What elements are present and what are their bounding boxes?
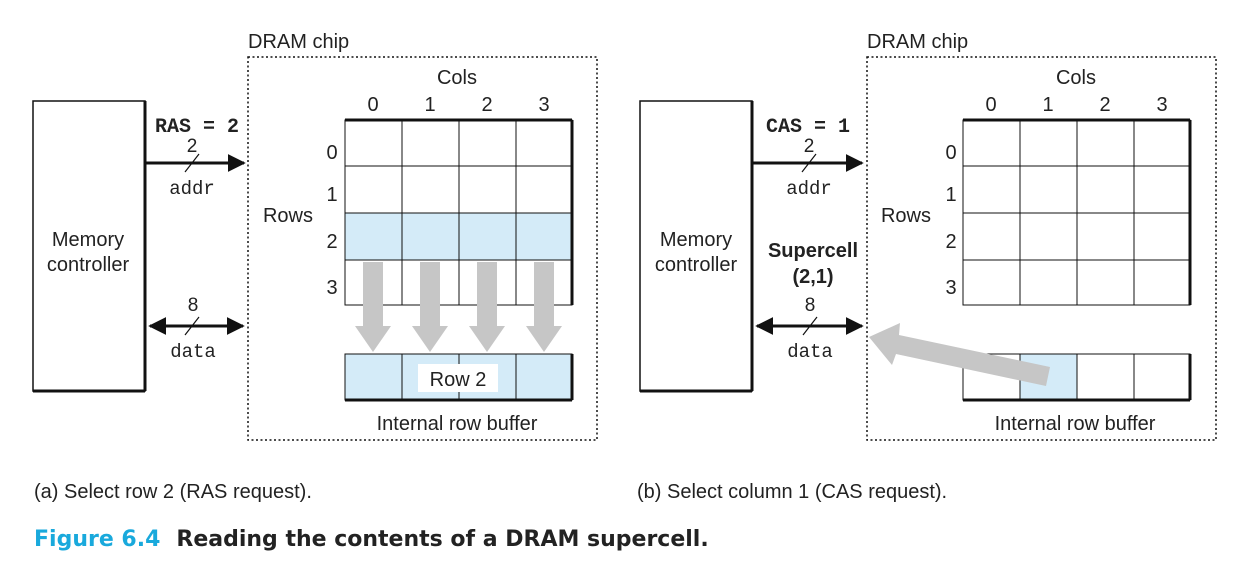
- row-number: 1: [326, 184, 337, 206]
- supercell-transfer-arrow: [869, 323, 1050, 386]
- row-transfer-arrows: [355, 262, 562, 352]
- figure-number: Figure 6.4: [34, 527, 161, 552]
- col-number: 0: [985, 94, 996, 116]
- panel-b: Memory controller DRAM chip CAS = 1 2 ad…: [639, 31, 1217, 441]
- figure-title: Figure 6.4 Reading the contents of a DRAM…: [34, 527, 709, 552]
- row-number: 0: [945, 142, 956, 164]
- caption-a: (a) Select row 2 (RAS request).: [34, 481, 312, 503]
- supercell-label: Supercell: [768, 240, 858, 262]
- cas-signal-label: CAS = 1: [766, 116, 850, 139]
- addr-width-label: 2: [804, 136, 815, 157]
- col-number: 3: [538, 94, 549, 116]
- row-number: 0: [326, 142, 337, 164]
- memory-controller-label: controller: [655, 254, 738, 276]
- dram-chip-border: [247, 56, 598, 441]
- figure-caption: Reading the contents of a DRAM supercell…: [176, 527, 709, 552]
- data-width-label: 8: [805, 295, 816, 316]
- memory-controller-label: Memory: [52, 229, 124, 251]
- dram-chip-label: DRAM chip: [248, 31, 349, 53]
- row-buffer-label: Internal row buffer: [377, 413, 538, 435]
- supercell-grid: [344, 118, 574, 306]
- rows-label: Rows: [881, 205, 931, 227]
- row-number: 1: [945, 184, 956, 206]
- supercell-label: (2,1): [792, 266, 833, 288]
- cols-label: Cols: [437, 67, 477, 89]
- memory-controller-box: [639, 100, 753, 392]
- internal-row-buffer: Row 2: [344, 353, 574, 402]
- row-number: 2: [326, 231, 337, 253]
- row-number: 2: [945, 231, 956, 253]
- col-number: 2: [1099, 94, 1110, 116]
- dram-chip-border: [866, 56, 1217, 441]
- addr-width-label: 2: [187, 136, 198, 157]
- row-number: 3: [326, 277, 337, 299]
- down-arrow: [469, 262, 505, 352]
- cols-label: Cols: [1056, 67, 1096, 89]
- data-label: data: [170, 341, 216, 363]
- memory-controller-label: Memory: [660, 229, 732, 251]
- row-buffer-label: Internal row buffer: [995, 413, 1156, 435]
- ras-signal-label: RAS = 2: [155, 116, 239, 139]
- memory-controller-box: [32, 100, 146, 392]
- down-arrow: [355, 262, 391, 352]
- rows-label: Rows: [263, 205, 313, 227]
- col-number: 1: [424, 94, 435, 116]
- data-label: data: [787, 341, 833, 363]
- dram-chip-label: DRAM chip: [867, 31, 968, 53]
- col-number: 0: [367, 94, 378, 116]
- col-number: 3: [1156, 94, 1167, 116]
- col-number: 1: [1042, 94, 1053, 116]
- row-number: 3: [945, 277, 956, 299]
- addr-label: addr: [786, 178, 832, 200]
- caption-b: (b) Select column 1 (CAS request).: [637, 481, 948, 503]
- down-arrow: [412, 262, 448, 352]
- data-width-label: 8: [188, 295, 199, 316]
- panel-a: Memory controller DRAM chip RAS = 2 2 ad…: [32, 31, 598, 441]
- col-number: 2: [481, 94, 492, 116]
- row-buffer-content: Row 2: [430, 369, 487, 391]
- memory-controller-label: controller: [47, 254, 130, 276]
- down-arrow: [526, 262, 562, 352]
- addr-label: addr: [169, 178, 215, 200]
- supercell-grid: [962, 118, 1192, 306]
